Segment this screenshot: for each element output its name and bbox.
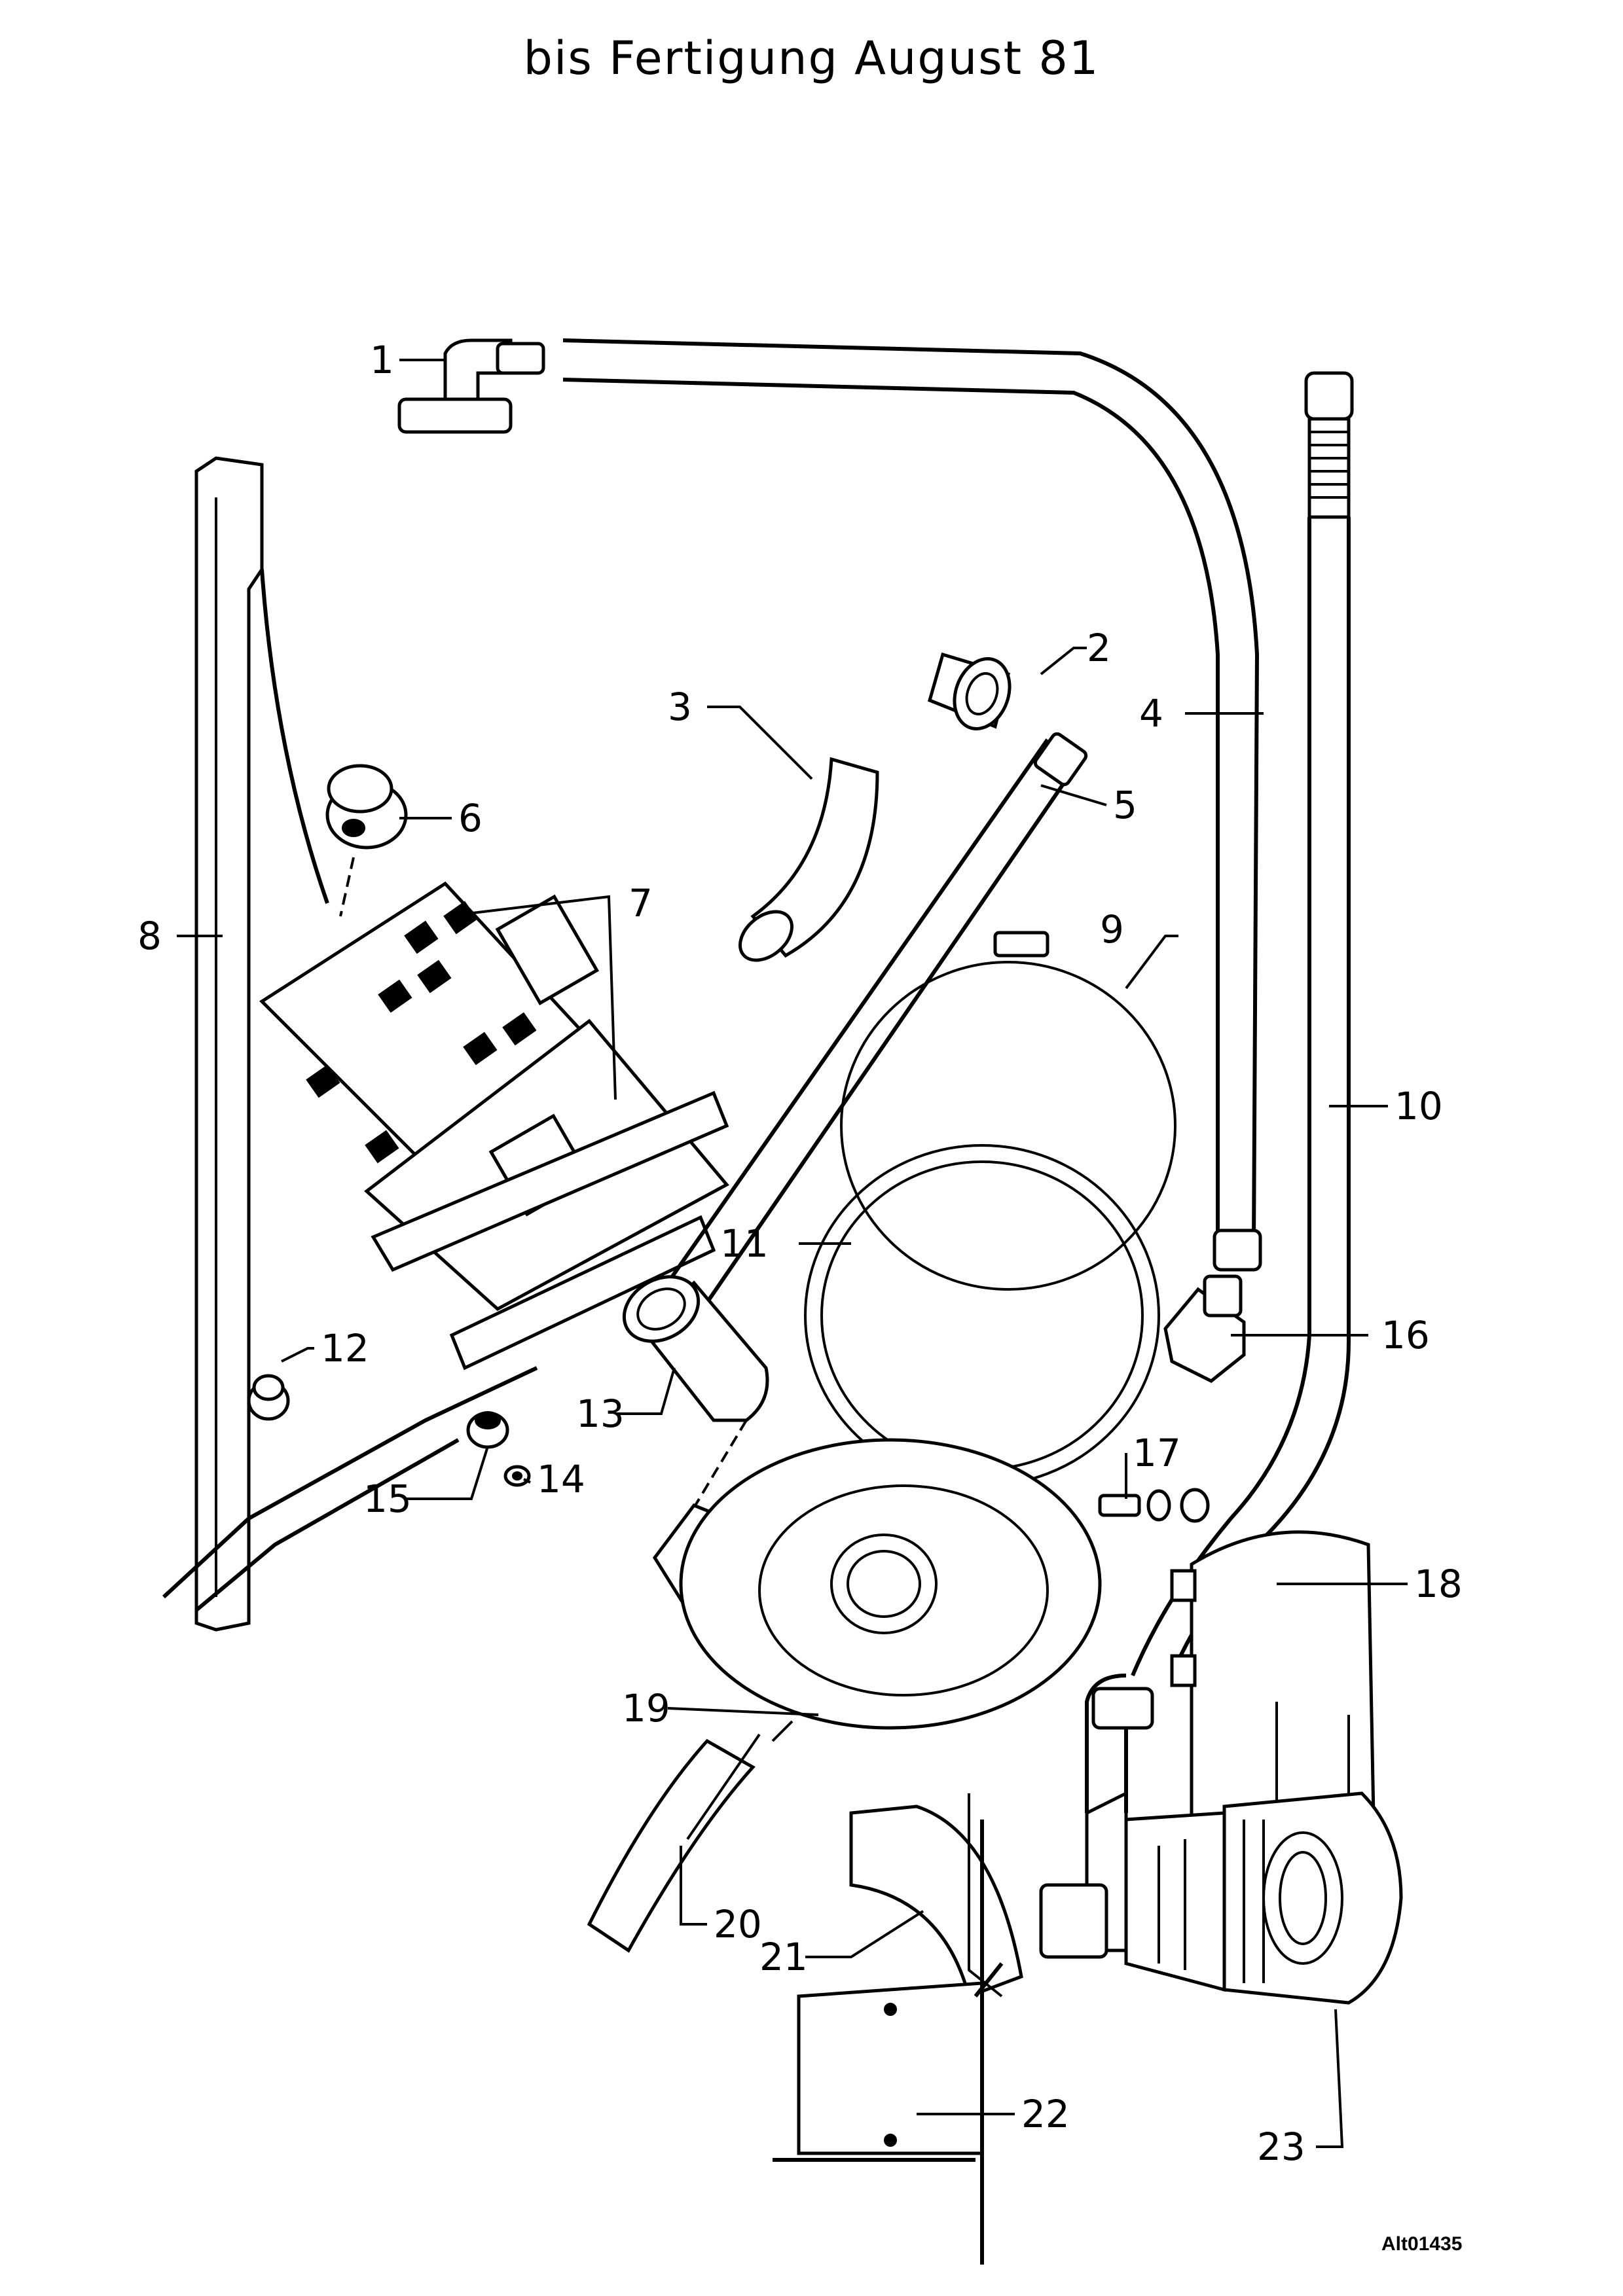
part-vertical-hose	[1131, 371, 1354, 1677]
callout-2: 2	[1087, 626, 1111, 670]
callout-8: 8	[137, 914, 162, 958]
page-title: bis Fertigung August 81	[523, 31, 1100, 85]
part-bushing	[927, 652, 1012, 730]
callout-1: 1	[370, 338, 394, 382]
part-sleeve	[622, 1275, 769, 1520]
part-small-fitting-15	[466, 1411, 509, 1449]
callout-20: 20	[714, 1902, 762, 1946]
callout-7: 7	[629, 881, 653, 925]
part-pump	[1039, 1674, 1403, 2005]
callout-17: 17	[1133, 1431, 1181, 1475]
part-curved-hose	[739, 757, 879, 962]
part-curved-duct	[849, 1793, 1023, 1999]
callout-3: 3	[668, 685, 692, 729]
callout-6: 6	[458, 796, 483, 840]
callout-5: 5	[1113, 783, 1137, 827]
callout-4: 4	[1139, 691, 1163, 736]
part-screw-set	[1098, 1460, 1210, 1523]
callout-leaders	[177, 359, 1408, 2148]
part-filter-housing	[652, 1438, 1102, 1730]
part-small-fitting-12	[247, 1374, 290, 1421]
callout-12: 12	[321, 1326, 369, 1371]
callout-10: 10	[1395, 1084, 1443, 1128]
callout-9: 9	[1100, 907, 1124, 952]
part-short-hose	[587, 1733, 761, 1953]
callout-16: 16	[1381, 1313, 1430, 1357]
callout-11: 11	[720, 1221, 769, 1266]
callout-23: 23	[1257, 2125, 1305, 2169]
part-straight-hose	[666, 732, 1088, 1304]
part-washer-14	[503, 1465, 531, 1487]
part-grommet	[325, 764, 408, 917]
part-motor-block	[259, 881, 729, 1371]
callout-22: 22	[1021, 2092, 1070, 2136]
callout-21: 21	[759, 1935, 808, 1979]
part-bracket	[773, 1820, 1004, 2265]
callout-13: 13	[576, 1391, 625, 1436]
part-clamp-ring	[840, 931, 1176, 1291]
drawing-code: Alt01435	[1381, 2233, 1463, 2255]
part-long-hose	[562, 338, 1262, 1272]
callout-numbers: 1 2 3 4 5 6 7 8 9 10 11 12 13 14 15 16 1…	[137, 338, 1463, 2169]
callout-19: 19	[622, 1686, 670, 1731]
part-hose-connector	[1163, 1274, 1246, 1383]
part-elbow-connector	[397, 338, 545, 434]
callout-14: 14	[537, 1457, 585, 1501]
part-frame-rail	[162, 456, 538, 1632]
callout-18: 18	[1414, 1562, 1463, 1606]
callout-15: 15	[363, 1477, 412, 1521]
